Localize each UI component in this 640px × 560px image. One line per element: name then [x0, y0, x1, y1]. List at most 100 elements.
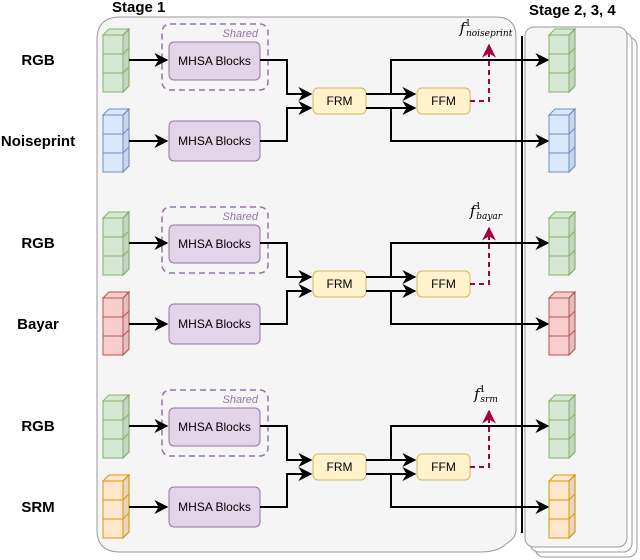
input-stack-green — [101, 393, 131, 460]
next-stage-stack-green — [547, 393, 577, 460]
cube-cell — [548, 480, 570, 501]
cube-edge — [122, 47, 130, 55]
arrow-to-next-stage-top — [390, 419, 550, 460]
arrow-mhsa-bottom-to-frm — [260, 101, 313, 142]
cube-edge — [122, 493, 130, 501]
stage234-panel — [524, 26, 628, 548]
cube-side-face — [568, 27, 576, 94]
frm-module: FRM — [312, 270, 367, 298]
cube-edge — [122, 512, 130, 520]
cube-edge — [568, 230, 576, 238]
cube-edge — [122, 146, 130, 154]
input-label-rgb: RGB — [21, 235, 55, 252]
next-stage-stack-orange — [547, 473, 577, 540]
cube-edge — [122, 66, 130, 74]
cube-edge — [568, 66, 576, 74]
ffm-module-label: FFM — [431, 460, 456, 474]
cube-side-face — [122, 290, 130, 357]
cube-cell — [102, 53, 124, 74]
cube-edge — [568, 413, 576, 421]
cube-cell — [548, 419, 570, 440]
cube-cell — [102, 419, 124, 440]
cube-cell — [102, 518, 124, 539]
cube-cell — [548, 236, 570, 257]
cube-edge — [568, 47, 576, 55]
next-stage-stack-green — [547, 210, 577, 277]
arrow-to-next-stage-top — [390, 236, 550, 277]
cube-cell — [548, 316, 570, 337]
cube-cell — [548, 518, 570, 539]
frm-module: FRM — [312, 453, 367, 481]
cube-side-face — [122, 27, 130, 94]
input-label-srm: SRM — [21, 499, 54, 516]
next-stage-stack-green — [547, 27, 577, 94]
input-label-rgb: RGB — [21, 52, 55, 69]
ffm-module: FFM — [416, 453, 471, 481]
cube-cell — [102, 438, 124, 459]
input-label-bayar: Bayar — [17, 316, 59, 333]
mhsa-block-bottom-label: MHSA Blocks — [178, 134, 251, 148]
mhsa-block-top-label: MHSA Blocks — [178, 237, 251, 251]
cube-side-face — [122, 393, 130, 460]
frm-module-label: FRM — [327, 94, 353, 108]
input-stack-green — [101, 210, 131, 277]
input-stack-blue — [101, 107, 131, 174]
output-superscript: 1 — [480, 385, 486, 395]
stage234-title: Stage 2, 3, 4 — [529, 2, 616, 19]
output-subscript: noiseprint — [466, 29, 513, 39]
mhsa-block-bottom-label: MHSA Blocks — [178, 500, 251, 514]
cube-edge — [568, 249, 576, 257]
cube-edge — [568, 432, 576, 440]
cube-cell — [548, 34, 570, 55]
cube-cell — [102, 255, 124, 276]
stage1-title: Stage 1 — [112, 0, 165, 16]
cube-cell — [102, 72, 124, 93]
cube-cell — [548, 499, 570, 520]
arrow-to-next-stage-bottom — [390, 474, 550, 514]
arrow-to-next-stage-bottom — [390, 108, 550, 148]
cube-cell — [102, 152, 124, 173]
cube-cell — [548, 53, 570, 74]
output-subscript: bayar — [476, 212, 503, 222]
cube-cell — [102, 400, 124, 421]
input-stack-orange — [101, 473, 131, 540]
arrow-mhsa-top-to-frm — [260, 425, 313, 467]
cube-side-face — [122, 473, 130, 540]
cube-edge — [568, 493, 576, 501]
frm-module-shape — [312, 87, 367, 115]
cube-side-face — [122, 107, 130, 174]
arrow-mhsa-bottom-to-frm — [260, 284, 313, 325]
cube-edge — [122, 310, 130, 318]
cube-side-face — [568, 210, 576, 277]
output-symbol: f — [459, 19, 468, 37]
ffm-module: FFM — [416, 270, 471, 298]
cube-cell — [102, 236, 124, 257]
output-subscript: srm — [480, 395, 497, 405]
arrow-to-next-stage-top — [390, 53, 550, 94]
stage234-panel-stack — [524, 26, 638, 558]
next-stage-stack-red — [547, 290, 577, 357]
ffm-module-label: FFM — [431, 94, 456, 108]
shared-label: Shared — [223, 28, 259, 40]
cube-edge — [122, 127, 130, 135]
ffm-module: FFM — [416, 87, 471, 115]
cube-cell — [102, 114, 124, 135]
input-label-rgb: RGB — [21, 418, 55, 435]
mhsa-block-top: MHSA Blocks — [168, 224, 261, 264]
frm-module-label: FRM — [327, 460, 353, 474]
ffm-module-label: FFM — [431, 277, 456, 291]
output-superscript: 1 — [475, 202, 481, 212]
output-symbol: f — [473, 385, 482, 403]
cube-cell — [102, 217, 124, 238]
dashed-output-arrow — [470, 409, 496, 468]
frm-module-shape — [312, 453, 367, 481]
cube-cell — [548, 438, 570, 459]
cube-side-face — [568, 393, 576, 460]
mhsa-block-top-label: MHSA Blocks — [178, 54, 251, 68]
cube-cell — [548, 297, 570, 318]
output-symbol: f — [469, 202, 478, 220]
cube-cell — [548, 400, 570, 421]
shared-label: Shared — [223, 394, 259, 406]
cube-cell — [102, 335, 124, 356]
mhsa-block-top: MHSA Blocks — [168, 407, 261, 447]
